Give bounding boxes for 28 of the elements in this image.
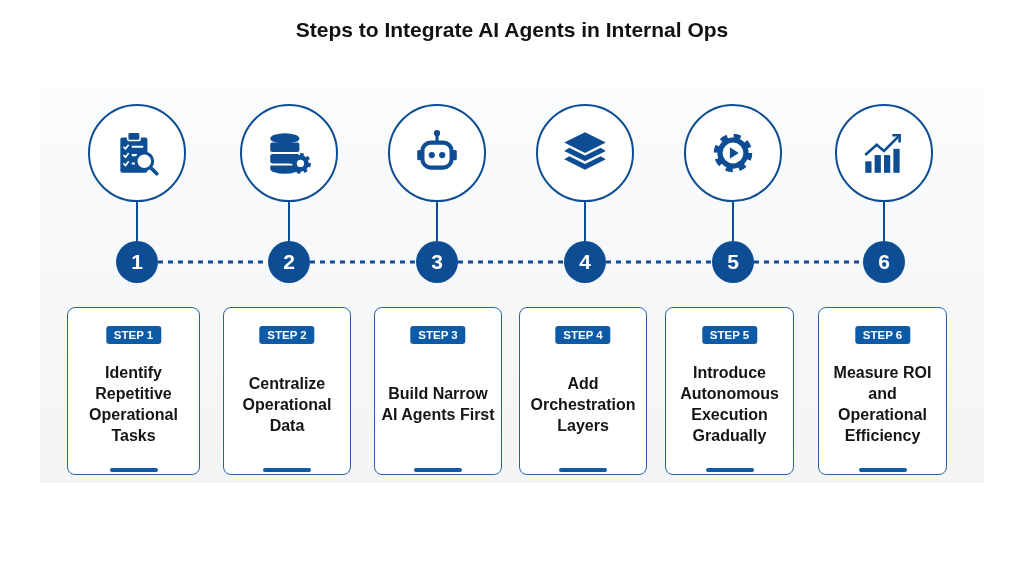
connector-line [136,201,138,242]
connector-line [883,201,885,242]
step-card [665,307,794,475]
step-title: Add Orchestration Layers [529,373,637,436]
dashed-connector [310,260,416,264]
step-card [67,307,200,475]
step-card [519,307,647,475]
connector-line [584,201,586,242]
step-card [223,307,351,475]
connector-line [436,201,438,242]
step-badge: STEP 3 [410,326,466,344]
dashed-connector [606,260,712,264]
step-badge: STEP 4 [555,326,611,344]
dashed-connector [458,260,564,264]
step-title: Centralize Operational Data [241,373,333,436]
step-card [818,307,947,475]
step-badge: STEP 6 [854,326,911,344]
title: Steps to Integrate AI Agents in Internal Ops [294,18,730,42]
step-title: Identify Repetitive Operational Tasks [88,363,179,446]
step-badge: STEP 1 [105,326,162,344]
connector-line [288,201,290,242]
step-badge: STEP 5 [701,326,758,344]
step-card [374,307,502,475]
step-title: Measure ROI and Operational Efficiency [832,363,933,446]
step-title: Introduce Autonomous Execution Gradually [679,363,780,446]
step-badge: STEP 2 [259,326,315,344]
step-title: Build Narrow AI Agents First [380,384,496,425]
connector-line [732,201,734,242]
